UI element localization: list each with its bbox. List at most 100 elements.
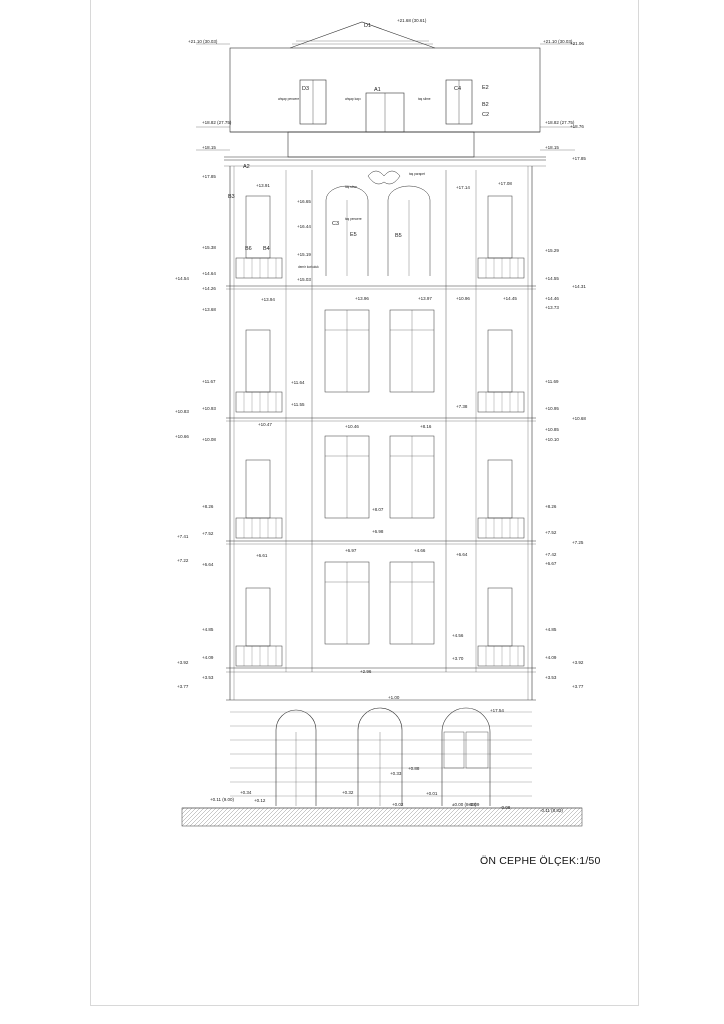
elevation-right: -0.11 (8.82)	[540, 808, 563, 813]
elevation-center: +0.01	[426, 791, 438, 796]
ground-door-right	[441, 707, 491, 806]
elevation-left: +3.92	[177, 660, 189, 665]
elevation-left: +0.11 (9.00)	[210, 797, 235, 802]
elevation-center: +16.65	[297, 199, 311, 204]
elevation-center: +17.08	[498, 181, 512, 186]
elevation-left: +0.12	[254, 798, 266, 803]
elevation-left: +10.66	[175, 434, 189, 439]
elevation-right: +3.92	[572, 660, 584, 665]
element-code: C3	[332, 221, 339, 227]
elevation-center: +21.68 (30.61)	[397, 18, 427, 23]
drawing-note: taş silme	[418, 97, 431, 101]
element-code: B5	[395, 233, 402, 239]
central-ornament	[367, 170, 401, 185]
elevation-right: +3.53	[545, 675, 557, 680]
elevation-left: +14.54	[175, 276, 189, 281]
elevation-right: +21.06	[570, 41, 584, 46]
elevation-right: +18.76	[570, 124, 584, 129]
drawing-note: demir korkuluk	[298, 265, 319, 269]
elevation-center: +7.38	[456, 404, 468, 409]
elevation-right: +14.31	[572, 284, 586, 289]
sheet-border-right	[638, 0, 639, 1005]
element-code: D3	[302, 86, 309, 92]
elevation-left: +18.82 (27.75)	[202, 120, 232, 125]
elevation-center: +13.94	[261, 297, 275, 302]
elevation-center: +13.91	[256, 183, 270, 188]
roof-gable	[289, 21, 436, 49]
elevation-right: +15.29	[545, 248, 559, 253]
elevation-right: +4.85	[545, 627, 557, 632]
elevation-left: +10.93	[202, 406, 216, 411]
ground-door-center	[357, 707, 403, 806]
elevation-center: +10.96	[456, 296, 470, 301]
elevation-left: +6.64	[202, 562, 214, 567]
element-code: E5	[350, 232, 357, 238]
drawing-title: ÖN CEPHE ÖLÇEK:1/50	[480, 855, 601, 867]
elevation-left: +3.77	[177, 684, 189, 689]
elevation-center: +0.32	[342, 790, 354, 795]
elevation-right: +14.55	[545, 276, 559, 281]
elevation-center: +10.46	[345, 424, 359, 429]
element-code: E2	[482, 85, 489, 91]
elevation-right: +21.10 (30.03)	[543, 39, 573, 44]
elevation-center: +10.47	[258, 422, 272, 427]
elevation-right: +10.95	[545, 406, 559, 411]
elevation-center: +6.98	[372, 529, 384, 534]
elevation-right: +10.10	[545, 437, 559, 442]
elevation-left: +4.85	[202, 627, 214, 632]
elevation-right: +7.25	[572, 540, 584, 545]
elevation-center: +3.70	[452, 656, 464, 661]
element-code: C4	[454, 86, 461, 92]
elevation-right: +3.77	[572, 684, 584, 689]
elevation-center: +11.55	[291, 402, 305, 407]
elevation-right: +10.85	[545, 427, 559, 432]
elevation-left: +7.41	[177, 534, 189, 539]
elevation-left: +10.83	[175, 409, 189, 414]
elevation-center: +6.61	[256, 553, 268, 558]
sheet-border-bottom	[90, 1005, 639, 1006]
sheet-border-left	[90, 0, 91, 1005]
elevation-center: +0.33	[390, 771, 402, 776]
elevation-left: +7.52	[202, 531, 214, 536]
elevation-center: +2.96	[360, 669, 372, 674]
elevation-center: +14.45	[503, 296, 517, 301]
elevation-center: +15.03	[297, 277, 311, 282]
elevation-left: +17.85	[202, 174, 216, 179]
drawing-note: taş söve	[345, 185, 357, 189]
elevation-right: +18.15	[545, 145, 559, 150]
elevation-left: +7.22	[177, 558, 189, 563]
elevation-right: +4.09	[545, 655, 557, 660]
central-windows	[324, 185, 435, 645]
elevation-center: +6.64	[456, 552, 468, 557]
elevation-right: +18.82 (27.75)	[545, 120, 575, 125]
elevation-left: +18.15	[202, 145, 216, 150]
elevation-center: +17.14	[456, 185, 470, 190]
elevation-center: +3.09	[468, 802, 480, 807]
elevation-left: +14.64	[202, 271, 216, 276]
elevation-center: +1.00	[388, 695, 400, 700]
elevation-right: +7.52	[545, 530, 557, 535]
elevation-center: +4.56	[452, 633, 464, 638]
elevation-left: +8.26	[202, 504, 214, 509]
elevation-left: +0.34	[240, 790, 252, 795]
elevation-left: +4.09	[202, 655, 214, 660]
elevation-left: +21.10 (30.03)	[188, 39, 218, 44]
elevation-right: +10.68	[572, 416, 586, 421]
element-code: A2	[243, 164, 250, 170]
elevation-center: +0.02	[392, 802, 404, 807]
elevation-center: +17.54	[490, 708, 504, 713]
element-code: B2	[482, 102, 489, 108]
element-code: B4	[263, 246, 270, 252]
elevation-right: +17.85	[572, 156, 586, 161]
elevation-center: +8.16	[420, 424, 432, 429]
drawing-note: taş pencere	[345, 217, 362, 221]
elevation-right: +7.42	[545, 552, 557, 557]
elevation-center: ±0.00 (8.93)	[452, 802, 477, 807]
drawing-note: taş parapet	[409, 172, 425, 176]
elevation-right: +11.69	[545, 379, 559, 384]
elevation-center: +11.64	[291, 380, 305, 385]
elevation-left: +14.26	[202, 286, 216, 291]
elevation-right: +8.26	[545, 504, 557, 509]
elevation-center: +16.44	[297, 224, 311, 229]
